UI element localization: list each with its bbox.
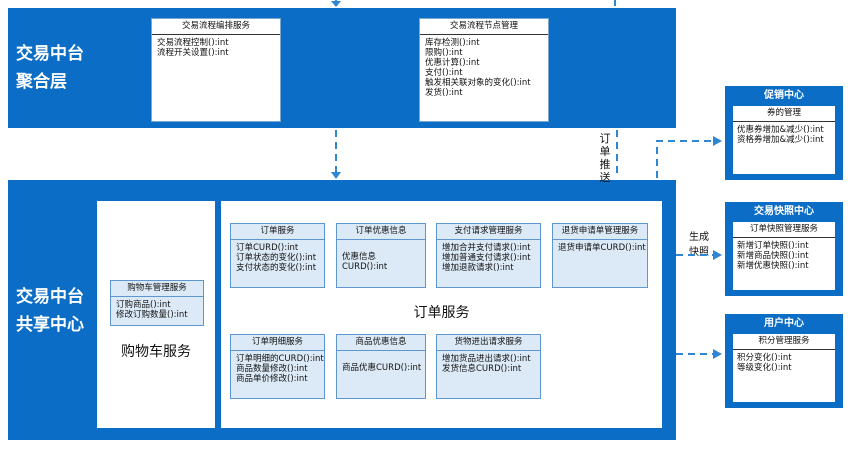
top-entry-arrowhead — [331, 1, 341, 7]
payment-request-box: 支付请求管理服务 增加合并支付请求():int 增加普通支付请求():int 增… — [436, 223, 541, 288]
snapshot-box-title: 订单快照管理服务 — [733, 222, 835, 238]
return-request-title: 退货申请单管理服务 — [553, 224, 647, 240]
order-service-label: 订单服务 — [413, 305, 470, 321]
promotion-center-title: 促销中心 — [764, 90, 804, 101]
to-user-arrowhead — [713, 349, 722, 359]
promotion-center: 促销中心 券的管理 优惠券增加&减少():int 资格券增加&减少():int — [725, 86, 843, 180]
shared-center-title: 交易中台 共享中心 — [16, 287, 84, 335]
snapshot-box: 订单快照管理服务 新增订单快照():int 新增商品快照():int 新增优惠快… — [733, 222, 835, 290]
agg-to-shared-arrowhead — [331, 172, 341, 179]
orchestration-service-methods: 交易流程控制():int 流程开关设置():int — [157, 38, 229, 58]
product-discount-methods: 商品优惠CURD():int — [337, 351, 425, 376]
order-discount-methods: 优惠信息 CURD():int — [337, 240, 425, 275]
order-crud-title: 订单服务 — [231, 224, 324, 240]
generate-snapshot-label: 生成 快照 — [689, 232, 709, 258]
cart-management-box: 购物车管理服务 订购商品():int 修改订购数量():int — [110, 280, 204, 326]
to-promotion-arrowhead — [713, 136, 722, 146]
goods-inout-methods: 增加货品进出请求():int 发货信息CURD():int — [437, 351, 540, 377]
orchestration-service-box: 交易流程编排服务 交易流程控制():int 流程开关设置():int — [151, 18, 281, 122]
aggregation-layer-title: 交易中台 聚合层 — [16, 44, 84, 92]
user-box-title: 积分管理服务 — [733, 334, 835, 350]
product-discount-title: 商品优惠信息 — [337, 335, 425, 351]
order-detail-methods: 订单明细的CURD():int 商品数量修改():int 商品单价修改():in… — [231, 351, 324, 387]
order-detail-title: 订单明细服务 — [231, 335, 324, 351]
user-center-title: 用户中心 — [764, 318, 804, 329]
payment-request-methods: 增加合并支付请求():int 增加普通支付请求():int 增加退款请求():i… — [437, 240, 540, 276]
cart-management-title: 购物车管理服务 — [111, 281, 203, 297]
aggregation-layer: 交易中台 聚合层 — [8, 8, 676, 128]
node-management-methods: 库存检测():int 限购():int 优惠计算():int 支付():int … — [425, 38, 531, 98]
node-management-box: 交易流程节点管理 库存检测():int 限购():int 优惠计算():int … — [419, 18, 549, 122]
promotion-box-title: 券的管理 — [733, 106, 835, 122]
order-crud-methods: 订单CURD():int 订单状态的变化():int 支付状态的变化():int — [231, 240, 324, 276]
user-box-methods: 积分变化():int 等级变化():int — [737, 353, 792, 373]
goods-inout-title: 货物进出请求服务 — [437, 335, 540, 351]
order-detail-box: 订单明细服务 订单明细的CURD():int 商品数量修改():int 商品单价… — [230, 334, 325, 399]
to-promotion-line — [656, 140, 713, 178]
product-discount-box: 商品优惠信息 商品优惠CURD():int — [336, 334, 426, 399]
node-management-title: 交易流程节点管理 — [420, 19, 548, 35]
cart-management-methods: 订购商品():int 修改订购数量():int — [111, 297, 203, 323]
snapshot-center-title: 交易快照中心 — [754, 206, 814, 217]
snapshot-center: 交易快照中心 订单快照管理服务 新增订单快照():int 新增商品快照():in… — [725, 202, 843, 296]
order-crud-box: 订单服务 订单CURD():int 订单状态的变化():int 支付状态的变化(… — [230, 223, 325, 288]
order-discount-title: 订单优惠信息 — [337, 224, 425, 240]
return-request-methods: 退货申请单CURD():int — [553, 240, 647, 256]
order-push-label: 订单推送 — [599, 132, 611, 184]
to-snapshot-arrowhead — [713, 250, 722, 260]
user-box: 积分管理服务 积分变化():int 等级变化():int — [733, 334, 835, 402]
goods-inout-box: 货物进出请求服务 增加货品进出请求():int 发货信息CURD():int — [436, 334, 541, 399]
order-discount-box: 订单优惠信息 优惠信息 CURD():int — [336, 223, 426, 288]
promotion-box-methods: 优惠券增加&减少():int 资格券增加&减少():int — [737, 125, 824, 145]
promotion-box: 券的管理 优惠券增加&减少():int 资格券增加&减少():int — [733, 106, 835, 174]
cart-service-label: 购物车服务 — [121, 344, 191, 360]
payment-request-title: 支付请求管理服务 — [437, 224, 540, 240]
user-center: 用户中心 积分管理服务 积分变化():int 等级变化():int — [725, 314, 843, 408]
snapshot-box-methods: 新增订单快照():int 新增商品快照():int 新增优惠快照():int — [737, 241, 809, 271]
orchestration-service-title: 交易流程编排服务 — [152, 19, 280, 35]
return-request-box: 退货申请单管理服务 退货申请单CURD():int — [552, 223, 648, 288]
